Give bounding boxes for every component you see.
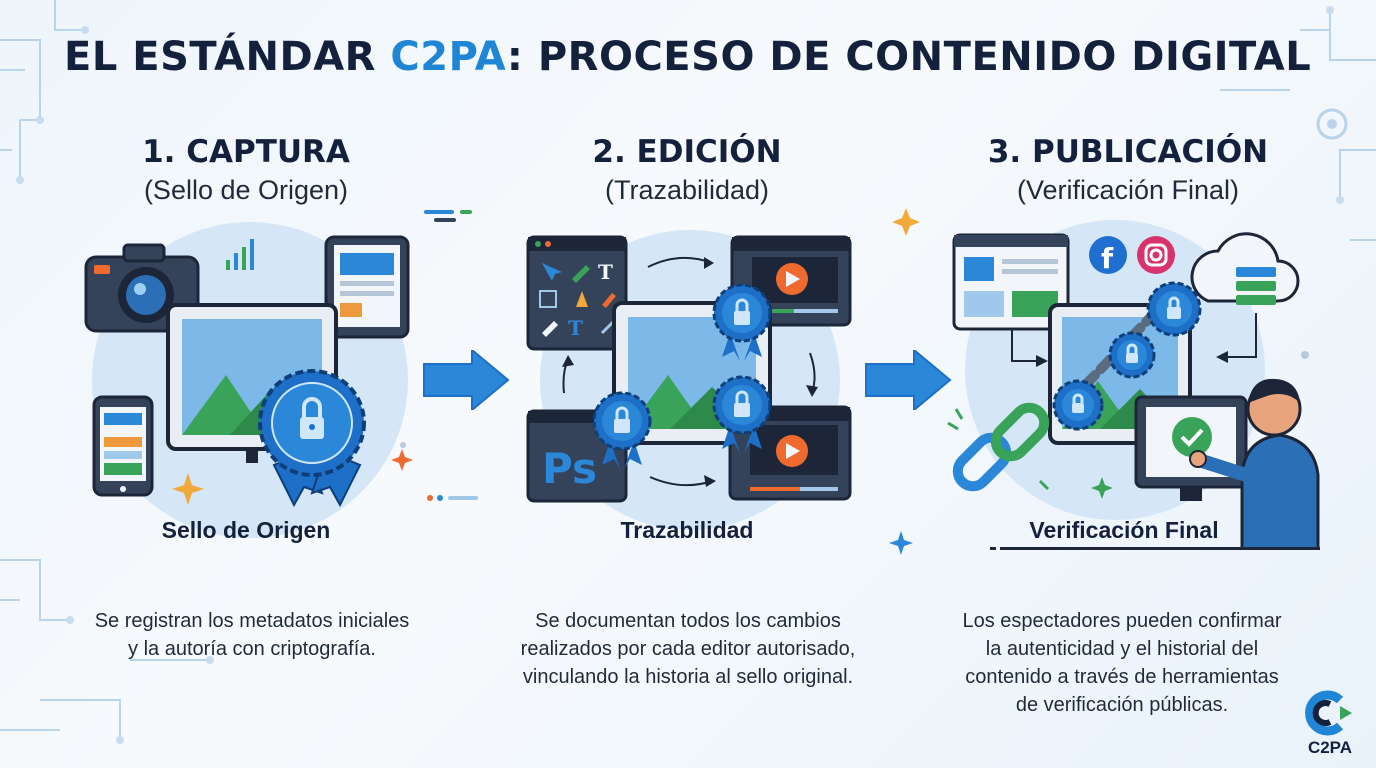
flow-arrow-right-icon (423, 350, 510, 410)
edit-illustration: T T Ps (526, 230, 852, 530)
flow-arrow-right-icon (865, 350, 952, 410)
sparkle-icon (889, 531, 913, 555)
sparkle-icon (172, 473, 204, 505)
step-1-caption: Sello de Origen (161, 517, 331, 543)
svg-text:T: T (568, 316, 583, 340)
trace-seal-icon (712, 375, 772, 453)
step-1-description: Se registran los metadatos iniciales y l… (42, 607, 462, 663)
signal-bars-icon (226, 239, 254, 270)
sparkle-icon (391, 449, 413, 471)
trace-seal-icon (592, 391, 652, 469)
decorative-dash-icon (424, 210, 472, 222)
step-3-subtitle: (Verificación Final) (1016, 175, 1240, 205)
step-3-caption: Verificación Final (1029, 517, 1219, 543)
verification-monitor-icon (1134, 395, 1248, 501)
title-part2: : PROCESO DE CONTENIDO DIGITAL (506, 34, 1312, 80)
cloud-server-icon (1190, 232, 1300, 305)
c2pa-logo: C2PA (1300, 690, 1360, 760)
c2pa-logo-icon (1305, 690, 1352, 736)
description-line: realizados por cada editor autorisado, (520, 638, 856, 660)
publish-illustration: f (947, 220, 1320, 550)
user-avatar-icon (1189, 378, 1320, 550)
title-part1: EL ESTÁNDAR (64, 34, 391, 80)
sparkle-icon (1091, 477, 1113, 499)
description-line: de verificación públicas. (1015, 694, 1229, 716)
trace-seal-icon (712, 283, 772, 361)
svg-text:T: T (598, 260, 613, 284)
step-3-description: Los espectadores pueden confirmar la aut… (912, 607, 1332, 719)
tools-window-icon: T T (526, 235, 628, 351)
chain-seal-icon (1146, 281, 1202, 337)
capture-illustration (84, 222, 413, 538)
svg-text:f: f (1101, 242, 1114, 275)
chain-seal-icon (1052, 379, 1104, 431)
facebook-icon: f (1089, 236, 1127, 275)
c2pa-logo-text: C2PA (1307, 738, 1353, 757)
step-3-heading: 3. PUBLICACIÓN (987, 134, 1269, 170)
instagram-icon (1137, 236, 1175, 274)
description-line: Los espectadores pueden confirmar (962, 610, 1282, 632)
description-line: vinculando la historia al sello original… (522, 666, 854, 688)
phone-icon (92, 395, 154, 497)
title-accent: C2PA (390, 34, 507, 80)
tablet-icon (324, 235, 410, 339)
step-1-heading: 1. CAPTURA (142, 134, 350, 170)
step-2-heading: 2. EDICIÓN (592, 134, 782, 170)
link-chain-icon (952, 402, 1050, 492)
svg-text:Ps: Ps (542, 444, 597, 493)
step-1-subtitle: (Sello de Origen) (143, 175, 349, 205)
step-2-description: Se documentan todos los cambios realizad… (478, 607, 898, 691)
description-line: y la autoría con criptografía. (128, 638, 376, 660)
description-line: la autenticidad y el historial del (985, 638, 1259, 660)
step-2-subtitle: (Trazabilidad) (604, 175, 770, 205)
sparkle-icon (892, 208, 920, 236)
page-title: EL ESTÁNDAR C2PA: PROCESO DE CONTENIDO D… (64, 34, 1324, 80)
step-2-caption: Trazabilidad (620, 517, 754, 543)
description-line: Se registran los metadatos iniciales (94, 610, 410, 632)
description-line: contenido a través de herramientas (965, 666, 1279, 688)
chain-seal-icon (1108, 331, 1156, 379)
video-window-icon (728, 405, 852, 501)
description-line: Se documentan todos los cambios (535, 610, 841, 632)
origin-seal-icon (258, 369, 366, 508)
decorative-dots-icon (427, 495, 478, 501)
